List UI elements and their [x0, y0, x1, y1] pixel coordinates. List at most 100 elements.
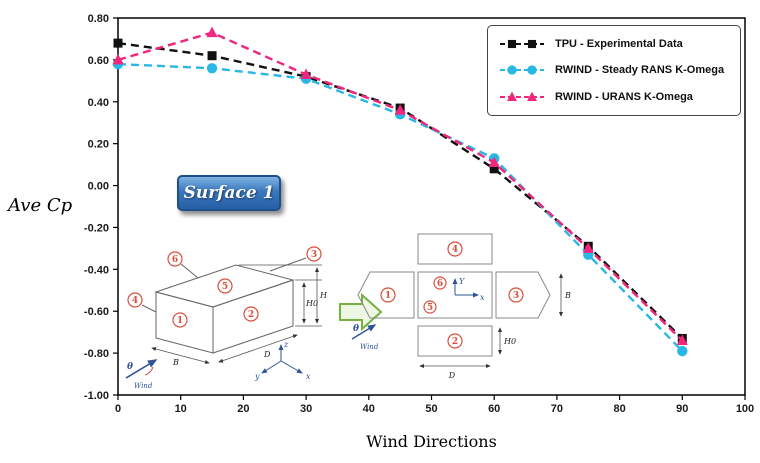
- x-axis-title: Wind Directions: [366, 432, 497, 451]
- x-tick-label: 60: [488, 403, 500, 415]
- x-tick-label: 50: [425, 403, 437, 415]
- data-point-square: [527, 40, 537, 49]
- unfolded-panel-4: [417, 233, 493, 265]
- data-point-triangle: [112, 53, 124, 65]
- y-axis-title: Ave Cp: [8, 195, 73, 216]
- legend-label: RWIND - URANS K-Omega: [555, 90, 693, 103]
- legend-label: RWIND - Steady RANS K-Omega: [555, 64, 725, 77]
- y-tick-label: -0.20: [84, 222, 109, 234]
- surface-3-circle: [508, 287, 524, 303]
- legend-item-rwind-steady: RWIND - Steady RANS K-Omega: [498, 62, 730, 78]
- unfolded-panel-2: [417, 325, 493, 357]
- data-point-circle: [206, 63, 218, 74]
- data-point-circle: [507, 65, 517, 76]
- surface-1-circle: [172, 312, 188, 328]
- axis-y-label: y: [254, 372, 260, 381]
- dim-b-label: B: [172, 358, 179, 367]
- legend-key-tpu: [500, 40, 544, 49]
- dim-d: [218, 334, 298, 363]
- y-tick-label: -1.00: [84, 390, 109, 402]
- dim-h0-label: H0: [503, 337, 516, 346]
- surface-2-number: 2: [248, 310, 254, 320]
- y-tick-label: -0.60: [84, 306, 109, 318]
- data-point-triangle: [488, 156, 500, 168]
- surface-4-number: 4: [452, 245, 458, 255]
- axis-z-label: z: [283, 340, 289, 349]
- surface-1-circle: [380, 287, 396, 303]
- surface-5-number: 5: [222, 282, 228, 292]
- x-tick-label: 70: [551, 403, 563, 415]
- surface-5-circle: [217, 278, 233, 294]
- wind-label: Wind: [360, 343, 379, 351]
- legend-item-rwind-urans: RWIND - URANS K-Omega: [498, 89, 730, 105]
- unfolded-wind-arrow: θ Wind: [351, 324, 379, 351]
- wind-arrow-icon: [351, 324, 377, 340]
- surface-4-circle: [127, 292, 143, 308]
- unfolded-surface-numbers: 4 6 5 1 3 2: [380, 241, 524, 349]
- x-tick-label: 100: [736, 403, 754, 415]
- x-tick-label: 30: [300, 403, 312, 415]
- x-tick-label: 10: [175, 403, 187, 415]
- legend-key-rwind-steady: [500, 65, 544, 76]
- dim-d-label: D: [263, 350, 271, 359]
- surface-1-number: 1: [385, 291, 391, 301]
- x-tick-label: 80: [613, 403, 625, 415]
- dim-b-label: B: [564, 291, 571, 300]
- surface-2-circle: [243, 306, 259, 322]
- surface-6-circle: [167, 251, 183, 267]
- unfolded-panel-1: [357, 271, 415, 319]
- unfolded-axes: Y x: [452, 277, 485, 302]
- unfolded-panel-3: [495, 271, 551, 319]
- wind-theta-label: θ: [353, 324, 359, 334]
- house-roof-face: [154, 264, 295, 308]
- dim-d-label: D: [448, 371, 456, 380]
- wind-arrow-icon: [125, 359, 158, 379]
- y-tick-label: 0.00: [88, 181, 109, 193]
- unfolded-dimensions: B H0 D: [419, 273, 571, 380]
- y-tick-label: 0.80: [88, 13, 109, 25]
- x-tick-label: 90: [676, 403, 688, 415]
- data-point-square: [489, 164, 499, 174]
- house-dimensions: H0 H B D: [151, 264, 328, 367]
- data-point-triangle: [206, 26, 218, 38]
- legend-item-tpu: TPU - Experimental Data: [498, 36, 730, 52]
- axis-x-label: x: [480, 293, 485, 302]
- house-wind-arrow: θ Wind: [125, 359, 158, 390]
- data-point-triangle: [507, 91, 517, 101]
- surface-3-number: 3: [311, 250, 317, 260]
- surface-6-number: 6: [437, 279, 443, 289]
- x-tick-label: 40: [363, 403, 375, 415]
- legend: TPU - Experimental Data RWIND - Steady R…: [487, 25, 741, 116]
- y-tick-label: -0.40: [84, 264, 109, 276]
- surface-4-circle: [447, 241, 463, 257]
- leader-surface-3: [269, 257, 307, 272]
- surface-3-number: 3: [513, 291, 519, 301]
- axis-x: [280, 360, 303, 374]
- data-point-circle: [527, 65, 537, 76]
- data-point-triangle: [582, 242, 594, 253]
- unfolded-panel-center: [417, 271, 493, 319]
- surface-2-number: 2: [452, 337, 458, 347]
- surface-1-number: 1: [177, 316, 183, 326]
- axis-y: [261, 360, 282, 374]
- surface-2-circle: [447, 333, 463, 349]
- data-point-square: [113, 38, 123, 48]
- data-point-triangle: [676, 334, 688, 346]
- y-tick-label: -0.80: [84, 348, 109, 360]
- data-point-circle: [677, 345, 688, 357]
- surface-5-circle: [423, 300, 437, 314]
- surface-6-circle: [433, 276, 447, 290]
- axis-y-label: Y: [459, 277, 465, 286]
- x-tick-label: 20: [237, 403, 249, 415]
- legend-label: TPU - Experimental Data: [555, 38, 683, 51]
- surface-3-circle: [306, 246, 322, 262]
- dim-h-label: H: [319, 291, 328, 300]
- data-point-square: [507, 40, 517, 49]
- leader-surface-4: [141, 304, 157, 313]
- legend-key-rwind-urans: [500, 91, 544, 101]
- y-tick-label: 0.60: [88, 55, 109, 67]
- dim-h0-label: H0: [305, 299, 318, 308]
- axis-x-label: x: [306, 372, 311, 381]
